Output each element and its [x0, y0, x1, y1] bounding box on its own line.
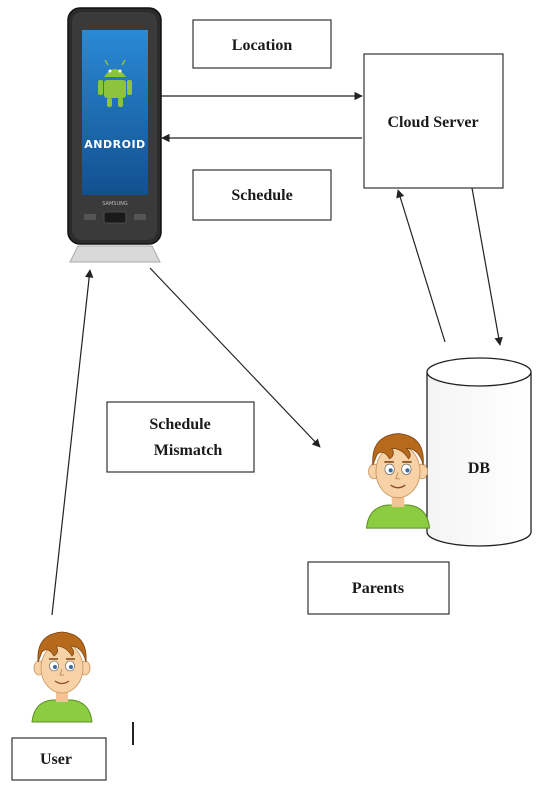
- android-wordmark: ANDROID: [84, 138, 145, 151]
- schedule-label: Schedule: [231, 187, 292, 204]
- parent-avatar-icon: [365, 432, 431, 529]
- android-phone-icon: ANDROID SAMSUNG: [67, 7, 162, 263]
- parents-box: Parents: [307, 561, 450, 615]
- parents-label: Parents: [352, 580, 404, 597]
- brand-wordmark: SAMSUNG: [102, 201, 128, 207]
- user-box: User: [11, 737, 107, 781]
- schedule-mismatch-line2: Mismatch: [154, 442, 223, 459]
- location-label: Location: [232, 37, 293, 54]
- user-avatar-icon: [31, 631, 93, 723]
- schedule-mismatch-line1: Schedule: [149, 416, 210, 433]
- schedule-mismatch-box: Schedule Mismatch: [106, 401, 255, 473]
- arrow-user-to-phone: [51, 269, 94, 616]
- db-label: DB: [468, 460, 491, 477]
- arrow-cloud-to-db: [471, 187, 503, 346]
- cloud-server-label: Cloud Server: [387, 114, 478, 131]
- user-label: User: [40, 751, 72, 768]
- location-box: Location: [192, 19, 332, 69]
- arrow-db-to-cloud: [396, 189, 446, 343]
- cloud-server-box: Cloud Server: [363, 53, 504, 189]
- arrow-phone-to-parents: [149, 267, 321, 448]
- android-robot-icon: [98, 59, 132, 107]
- database-cylinder-icon: DB: [426, 357, 532, 547]
- schedule-box: Schedule: [192, 169, 332, 221]
